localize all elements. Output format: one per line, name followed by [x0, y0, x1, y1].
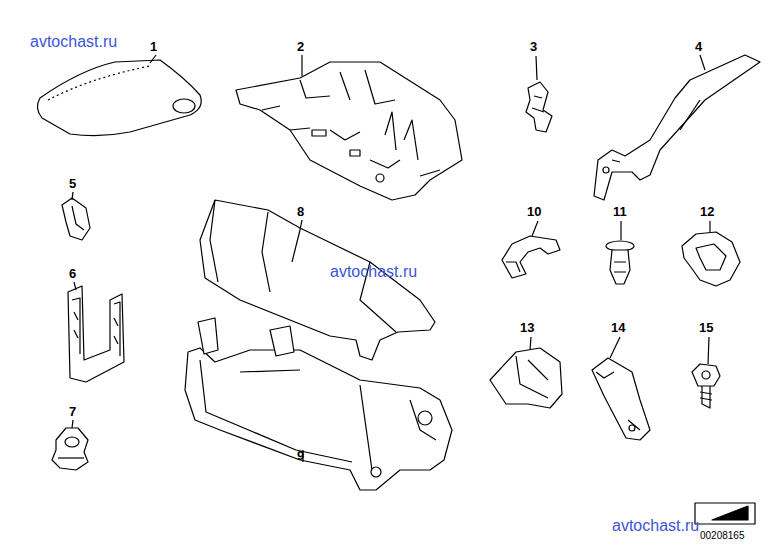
callout-number: 9	[297, 449, 304, 462]
callout-number: 4	[695, 40, 702, 53]
callout-number: 8	[297, 205, 304, 218]
callout-number: 14	[611, 321, 625, 334]
drawing-number: 00208165	[700, 531, 745, 541]
callout-number: 10	[527, 205, 541, 218]
watermark-text: avtochast.ru	[30, 34, 117, 50]
callout-number: 5	[69, 177, 76, 190]
callout-number: 1	[150, 40, 157, 53]
callout-number: 3	[530, 40, 537, 53]
callout-number: 11	[613, 205, 627, 218]
callout-number: 7	[69, 405, 76, 418]
callout-number: 15	[699, 321, 713, 334]
callout-number: 13	[520, 321, 534, 334]
callout-number: 6	[69, 267, 76, 280]
watermark-text: avtochast.ru	[612, 518, 699, 534]
callout-number: 12	[700, 205, 714, 218]
callout-number: 2	[297, 40, 304, 53]
watermark-text: avtochast.ru	[330, 264, 417, 280]
